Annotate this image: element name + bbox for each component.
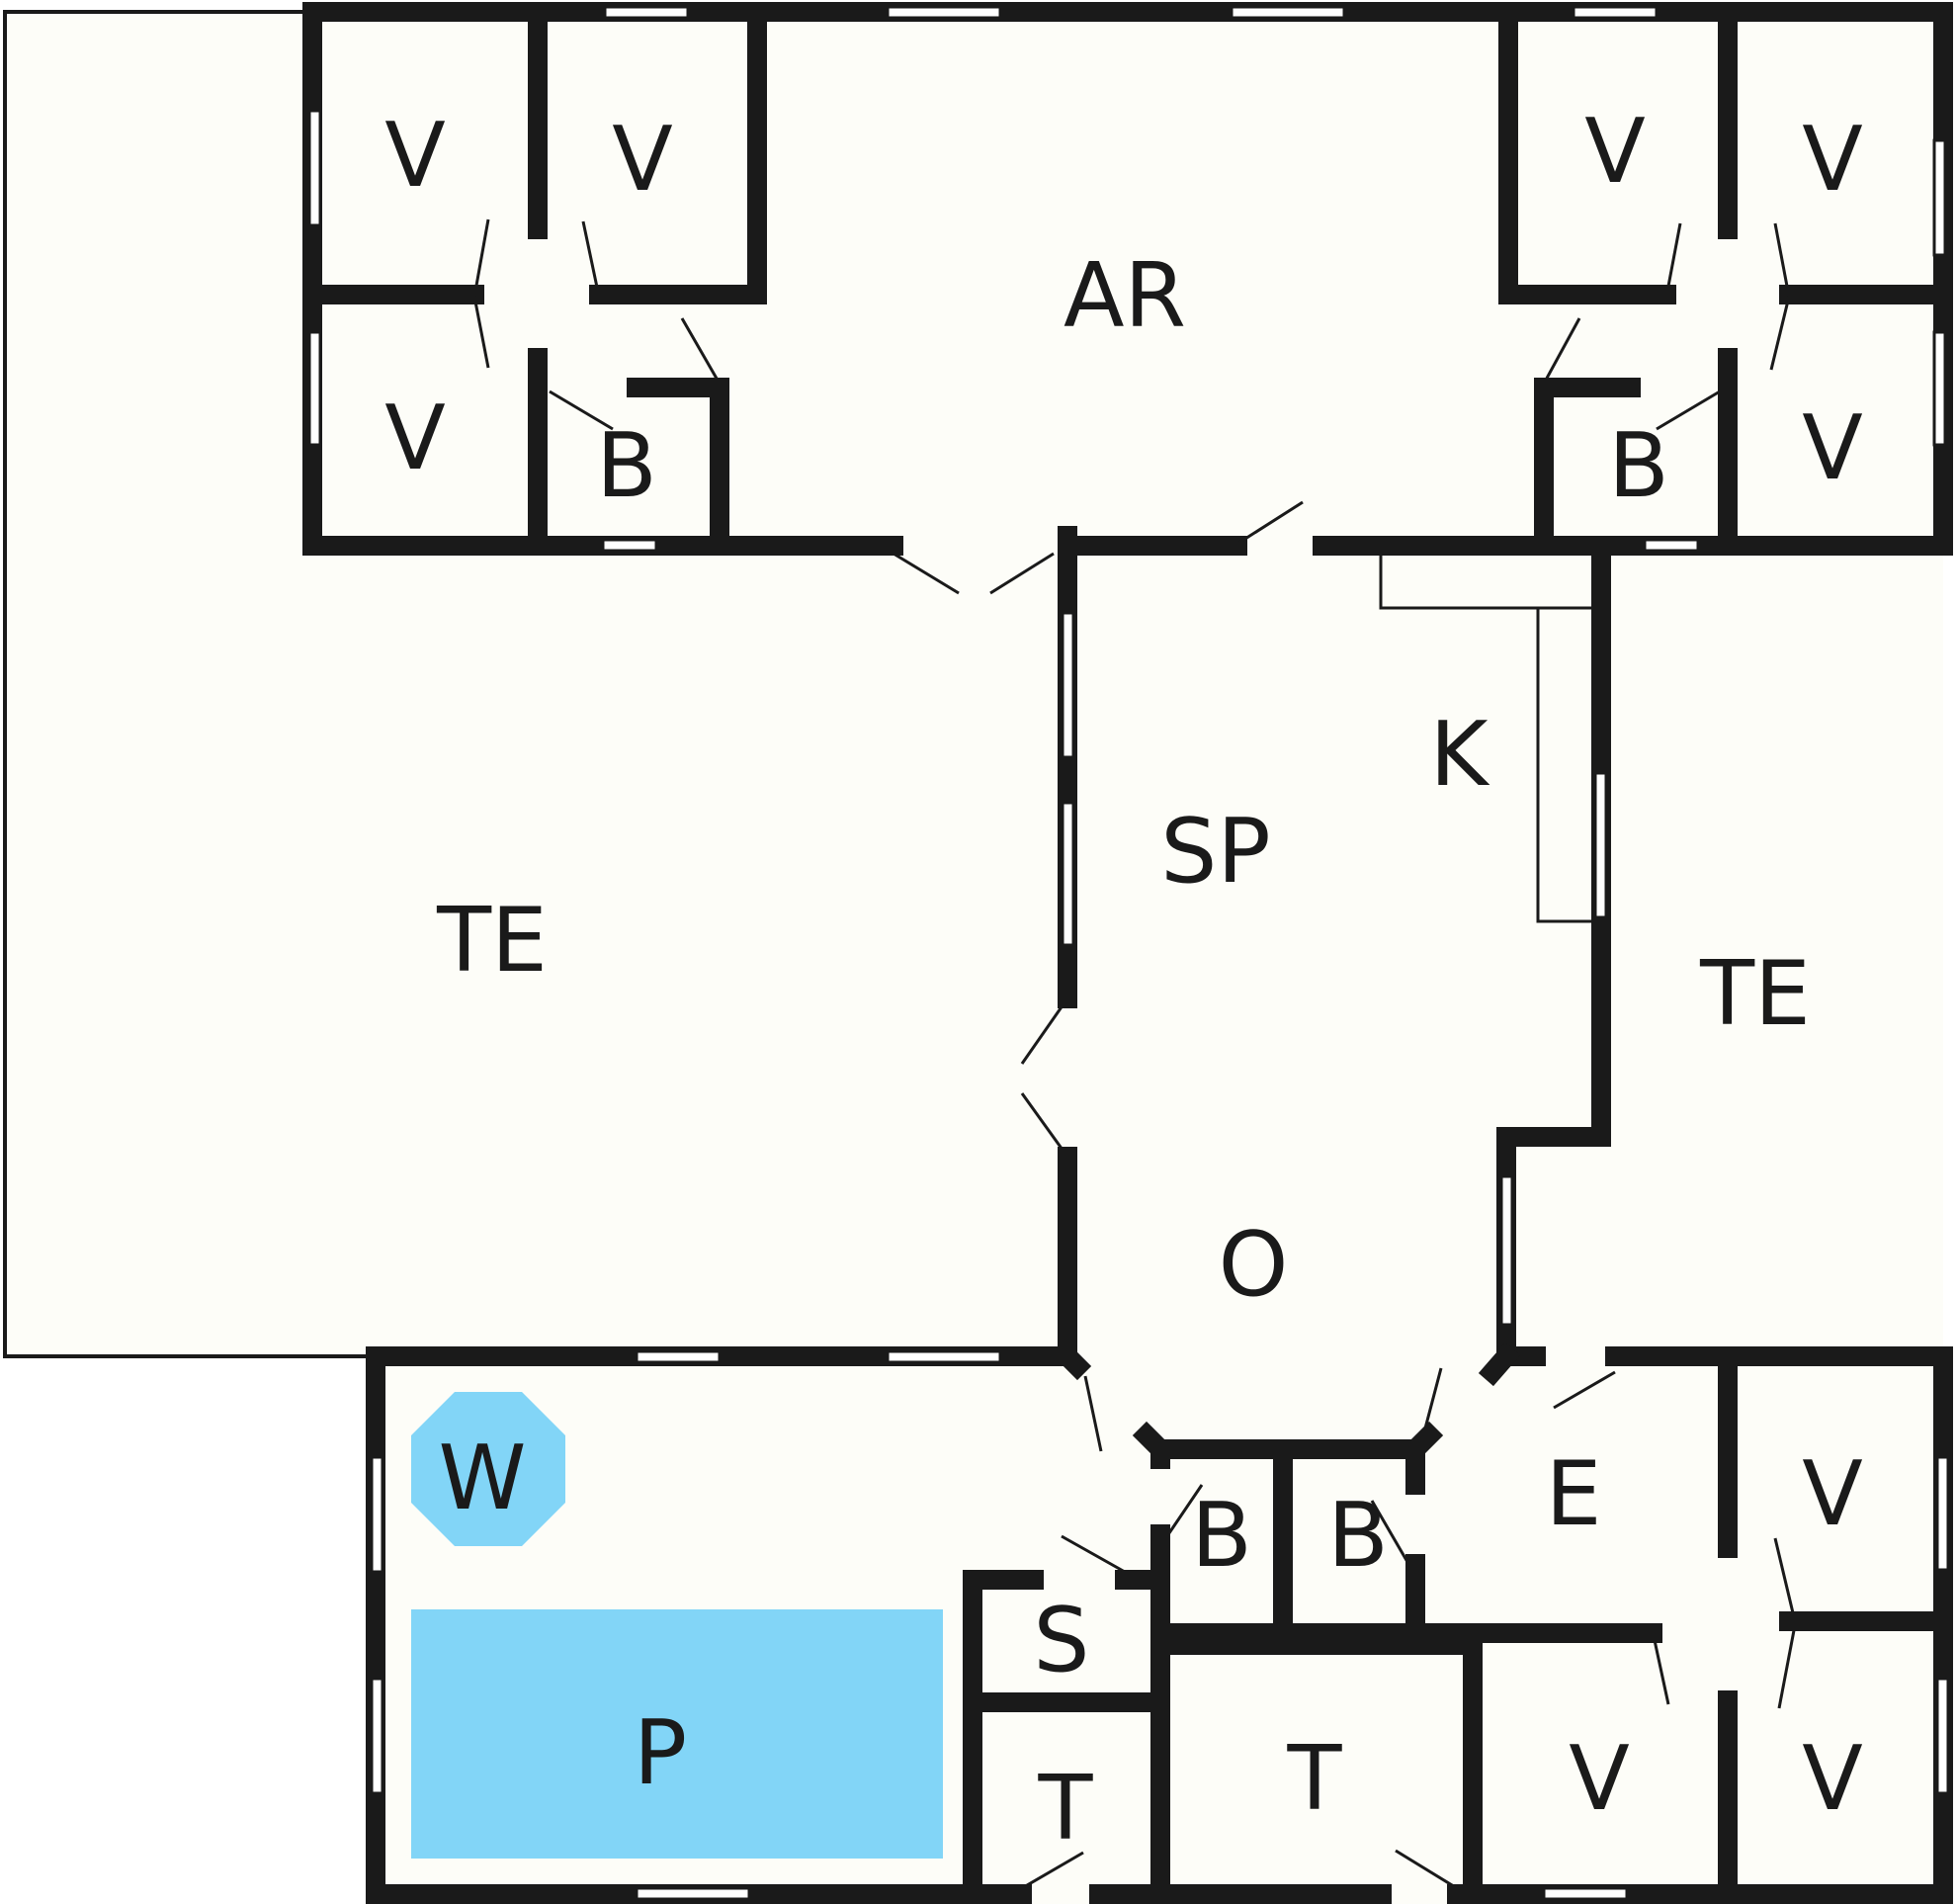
window: [1061, 801, 1075, 947]
room-label-v: V: [384, 387, 446, 490]
window: [1932, 138, 1947, 257]
window: [307, 330, 322, 447]
window: [1935, 1455, 1950, 1572]
window: [635, 1349, 722, 1364]
room-label-te: TE: [436, 889, 548, 993]
pool-shape: [411, 1609, 943, 1859]
window: [1935, 1677, 1950, 1795]
window: [1572, 5, 1659, 20]
room-label-v: V: [612, 108, 673, 212]
room-label-p: P: [634, 1701, 687, 1805]
room-label-e: E: [1546, 1442, 1602, 1546]
door-swings: [472, 218, 1797, 1890]
whirlpool-shape: [411, 1392, 565, 1546]
room-label-o: O: [1219, 1213, 1289, 1317]
terrace-outline: [3, 10, 376, 1358]
window: [370, 1677, 384, 1795]
window: [1932, 330, 1947, 447]
room-label-v: V: [1802, 1727, 1863, 1831]
room-label-t: T: [1287, 1727, 1343, 1831]
room-label-v: V: [1569, 1727, 1630, 1831]
room-label-s: S: [1033, 1589, 1089, 1692]
window: [1542, 1886, 1629, 1901]
room-label-v: V: [1802, 396, 1863, 500]
windows: [307, 5, 1950, 1901]
room-label-b: B: [1608, 414, 1669, 518]
room-label-b: B: [1327, 1484, 1389, 1588]
window: [635, 1886, 751, 1901]
room-labels: V V V B AR V V B V TE SP K TE O W P B B …: [384, 100, 1863, 1861]
room-label-b: B: [1191, 1484, 1252, 1588]
window: [1643, 538, 1700, 553]
room-label-te: TE: [1699, 942, 1811, 1046]
room-label-v: V: [1802, 108, 1863, 212]
walls: [302, 2, 1953, 1904]
window: [886, 1349, 1002, 1364]
north-wing-floor: [312, 12, 1943, 546]
room-label-ar: AR: [1064, 244, 1186, 348]
window: [307, 109, 322, 227]
room-label-b: B: [596, 414, 657, 518]
window: [370, 1455, 384, 1574]
window: [1061, 611, 1075, 759]
room-label-v: V: [1584, 100, 1646, 204]
room-label-v: V: [384, 104, 446, 208]
kitchen-counter: [1379, 554, 1593, 923]
center-floor: [1067, 544, 1601, 1453]
window: [886, 5, 1002, 20]
terrace-east-floor: [1601, 544, 1943, 1354]
room-label-k: K: [1429, 703, 1489, 807]
room-label-t: T: [1038, 1757, 1094, 1861]
room-label-v: V: [1802, 1442, 1863, 1546]
room-label-w: W: [439, 1427, 527, 1530]
window: [603, 5, 690, 20]
room-label-sp: SP: [1160, 800, 1270, 904]
window: [601, 538, 658, 553]
window: [1593, 771, 1608, 919]
window: [1499, 1174, 1514, 1327]
window: [1230, 5, 1346, 20]
